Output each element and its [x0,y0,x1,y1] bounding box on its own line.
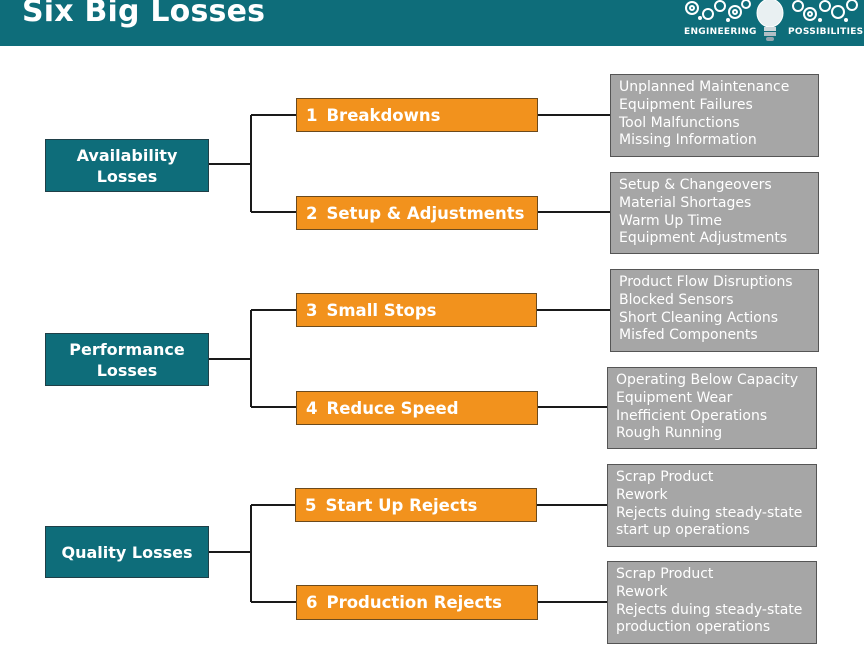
detail-item: Rough Running [616,425,723,442]
loss-number: 3 [306,300,318,320]
loss-setup-adjustments: 2 Setup & Adjustments [296,196,538,230]
loss-production-rejects: 6 Production Rejects [296,585,538,620]
loss-reduce-speed: 4 Reduce Speed [296,391,538,425]
page-title: Six Big Losses [22,0,266,29]
detail-item: Unplanned Maintenance [619,79,790,95]
details-small-stops: Product Flow Disruptions Blocked Sensors… [610,269,819,352]
detail-item: start up operations [616,522,750,539]
category-availability-losses: Availability Losses [45,139,209,192]
detail-item: Missing Information [619,132,757,149]
category-performance-losses: Performance Losses [45,333,209,386]
category-label-line: Losses [96,360,158,380]
loss-number: 4 [306,398,318,418]
detail-item: production operations [616,619,771,636]
detail-item: Equipment Failures [619,96,753,113]
logo-text-right: POSSIBILITIES [788,27,864,37]
loss-label: Start Up Rejects [325,495,478,515]
loss-label: Breakdowns [326,105,441,125]
category-label-line: Availability [76,145,178,165]
loss-start-up-rejects: 5 Start Up Rejects [295,488,537,522]
loss-label: Small Stops [326,300,437,320]
loss-label: Setup & Adjustments [326,203,525,223]
detail-item: Rejects duing steady-state [616,504,803,521]
lightbulb-icon [756,0,784,41]
category-label-line: Losses [96,166,158,186]
detail-item: Scrap Product [616,469,714,485]
detail-item: Blocked Sensors [619,291,734,308]
detail-item: Short Cleaning Actions [619,309,778,326]
loss-breakdowns: 1 Breakdowns [296,98,538,132]
header-bar: Six Big Losses ENGINEERING POSSIBILITIES [0,0,864,46]
loss-small-stops: 3 Small Stops [296,293,537,327]
gears-icon [685,0,858,22]
loss-label: Reduce Speed [326,398,459,418]
detail-item: Product Flow Disruptions [619,274,793,290]
loss-number: 6 [306,593,318,612]
category-quality-losses: Quality Losses [45,526,209,578]
detail-item: Rework [616,486,668,503]
engineering-possibilities-logo: ENGINEERING POSSIBILITIES [680,0,864,46]
detail-item: Material Shortages [619,194,752,211]
detail-item: Setup & Changeovers [619,177,772,193]
detail-item: Operating Below Capacity [616,372,799,388]
detail-item: Inefficient Operations [616,407,768,424]
loss-number: 2 [306,203,318,223]
loss-number: 5 [305,495,317,515]
details-reduce-speed: Operating Below Capacity Equipment Wear … [607,367,817,449]
category-label-line: Performance [69,339,185,359]
detail-item: Warm Up Time [619,212,722,229]
loss-label: Production Rejects [326,593,502,612]
details-start-up-rejects: Scrap Product Rework Rejects duing stead… [607,464,817,547]
detail-item: Scrap Product [616,566,714,582]
detail-item: Misfed Components [619,327,758,344]
logo-text-left: ENGINEERING [684,27,757,37]
details-breakdowns: Unplanned Maintenance Equipment Failures… [610,74,819,157]
detail-item: Equipment Adjustments [619,230,788,247]
details-production-rejects: Scrap Product Rework Rejects duing stead… [607,561,817,644]
loss-number: 1 [306,105,318,125]
detail-item: Rework [616,583,668,600]
details-setup-adjustments: Setup & Changeovers Material Shortages W… [610,172,819,254]
detail-item: Equipment Wear [616,389,733,406]
detail-item: Rejects duing steady-state [616,601,803,618]
detail-item: Tool Malfunctions [619,114,740,131]
category-label-line: Quality Losses [61,542,193,562]
